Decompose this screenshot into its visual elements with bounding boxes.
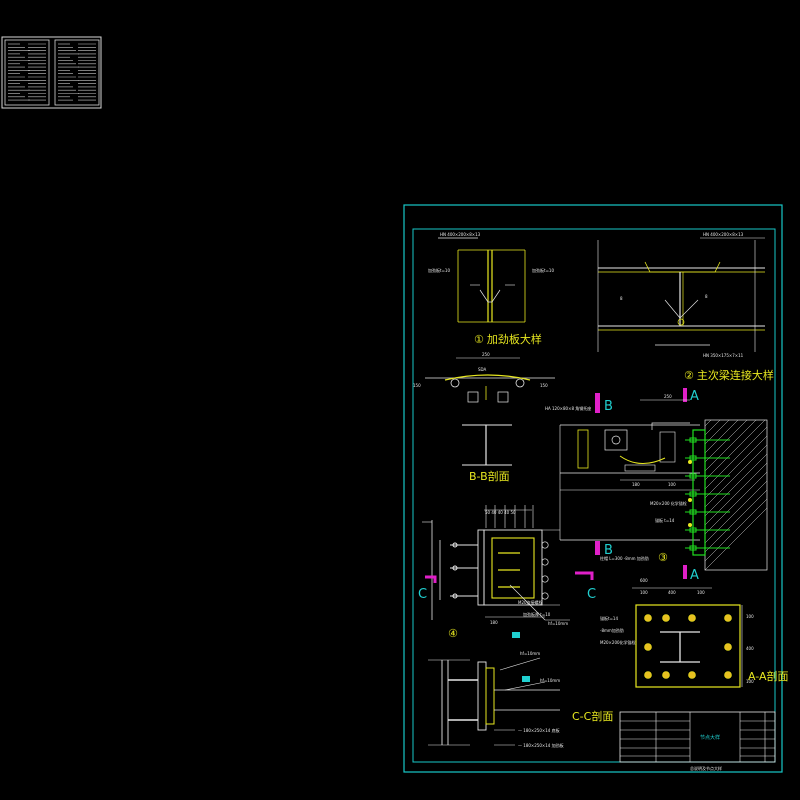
- svg-text:加劲板t=10: 加劲板t=10: [428, 267, 450, 273]
- section-mark-a-top: A: [690, 389, 699, 404]
- section-mark-a-bottom: A: [690, 568, 699, 583]
- column-bracket-detail: 50 40 40 40 50 180 C C hf=10mm M20连接螺栓 加…: [418, 505, 596, 640]
- svg-text:-8mm加劲肋: -8mm加劲肋: [600, 627, 624, 633]
- svg-text:柱帽 L=300 -8mm 加劲肋: 柱帽 L=300 -8mm 加劲肋: [600, 555, 649, 561]
- svg-text:HN 350×175×7×11: HN 350×175×7×11: [703, 353, 744, 358]
- wall-connection-detail: B B A A 250 180 100 HA 120×80×8 角钢托座 M20…: [545, 388, 768, 583]
- weld-size-note-3: hf=10mm: [540, 678, 560, 683]
- svg-text:总说明及节点大样: 总说明及节点大样: [690, 765, 722, 771]
- svg-text:600: 600: [640, 578, 648, 583]
- svg-text:50 40 40 40 50: 50 40 40 40 50: [485, 510, 516, 515]
- aa-section-title: A-A剖面: [748, 669, 789, 683]
- svg-text:HN 400×200×8×13: HN 400×200×8×13: [440, 232, 481, 237]
- svg-text:加劲板t=10: 加劲板t=10: [532, 267, 554, 273]
- detail-4-number: ④: [448, 627, 458, 640]
- cc-section-title: C-C剖面: [572, 709, 613, 723]
- svg-text:400: 400: [746, 646, 754, 651]
- svg-text:加劲板厚 t=10: 加劲板厚 t=10: [523, 611, 551, 617]
- cc-section: hf=10mm hf=10mm — 180×250×14 底板 — 180×25…: [428, 632, 613, 748]
- drawing-name: 节点大样: [700, 734, 720, 741]
- svg-text:150: 150: [540, 383, 548, 388]
- detail-3-number: ③: [658, 551, 668, 564]
- svg-text:— 180×250×14 底板: — 180×250×14 底板: [518, 727, 560, 733]
- weld-symbol: [688, 460, 692, 527]
- svg-text:100: 100: [640, 590, 648, 595]
- section-mark-b-bottom: B: [604, 543, 613, 558]
- svg-text:M20×200化学锚栓: M20×200化学锚栓: [600, 639, 636, 645]
- svg-text:HA 120×80×8 角钢托座: HA 120×80×8 角钢托座: [545, 405, 591, 411]
- section-mark-b-top: B: [604, 399, 613, 414]
- svg-text:8: 8: [620, 296, 623, 301]
- svg-text:100: 100: [697, 590, 705, 595]
- svg-text:锚板t=14: 锚板t=14: [600, 615, 618, 621]
- svg-text:250: 250: [664, 394, 672, 399]
- weld-size-note-1: hf=10mm: [548, 621, 568, 626]
- aa-section: 100 400 100 600 100 400 100 锚板t=14 -8mm加…: [600, 578, 789, 688]
- svg-text:250: 250: [482, 352, 490, 357]
- section-mark-c-left: C: [418, 587, 427, 602]
- weld-size-note-2: hf=10mm: [520, 651, 540, 656]
- svg-text:150: 150: [413, 383, 421, 388]
- svg-text:HN 400×200×8×13: HN 400×200×8×13: [703, 232, 744, 237]
- bb-section: 250 SDA 150 150 B-B剖面: [413, 352, 555, 483]
- svg-text:400: 400: [668, 590, 676, 595]
- title-block: 节点大样 总说明及节点大样: [619, 711, 776, 771]
- svg-text:M20×200 化学锚栓: M20×200 化学锚栓: [650, 500, 687, 506]
- bb-section-title: B-B剖面: [469, 469, 510, 483]
- svg-text:M20连接螺栓: M20连接螺栓: [518, 599, 543, 605]
- svg-text:100: 100: [668, 482, 676, 487]
- svg-text:— 180×250×14 加劲板: — 180×250×14 加劲板: [518, 742, 564, 748]
- thumbnail-sheet[interactable]: [1, 36, 102, 109]
- svg-text:100: 100: [746, 614, 754, 619]
- svg-text:180: 180: [490, 620, 498, 625]
- drawing-frame: [403, 204, 783, 773]
- section-mark-c-right: C: [587, 587, 596, 602]
- svg-text:100: 100: [746, 679, 754, 684]
- svg-text:8: 8: [705, 294, 708, 299]
- svg-text:180: 180: [632, 482, 640, 487]
- svg-text:锚板 t=14: 锚板 t=14: [655, 517, 675, 523]
- svg-text:SDA: SDA: [478, 367, 487, 372]
